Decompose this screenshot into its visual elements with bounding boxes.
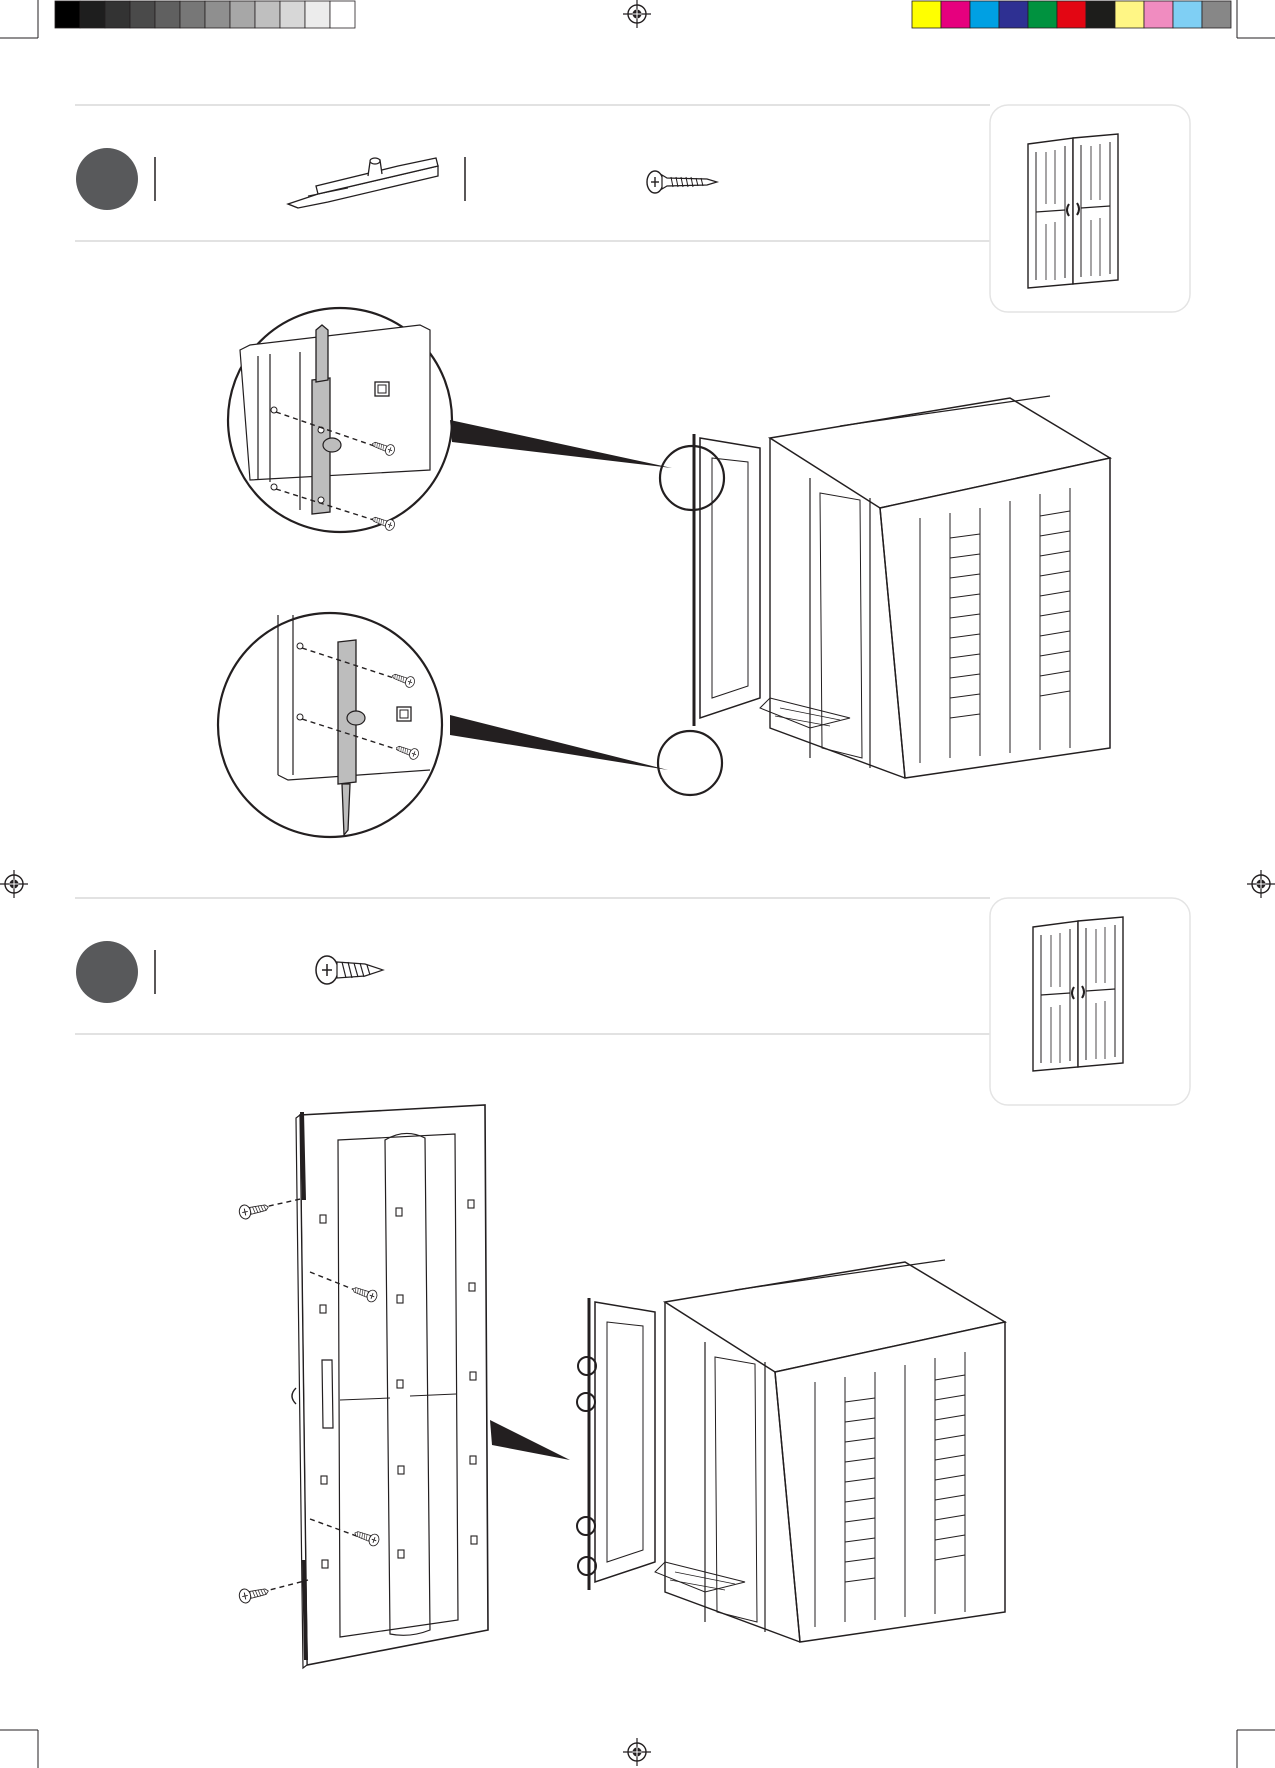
graybar-swatch <box>305 1 330 28</box>
colorbar-swatch <box>941 1 970 28</box>
graybar-swatch <box>155 1 180 28</box>
door-hinge-screws-detail <box>238 1105 488 1668</box>
colorbar-swatch <box>1173 1 1202 28</box>
step-2-badge <box>76 941 138 1003</box>
graybar-swatch <box>55 1 80 28</box>
graybar-swatch <box>280 1 305 28</box>
registration-mark-right <box>1247 870 1275 898</box>
top-detail-pointer <box>450 420 672 468</box>
grayscale-calibration-bar <box>55 1 355 28</box>
countersunk-screw-icon <box>647 171 717 193</box>
graybar-swatch <box>180 1 205 28</box>
step-1 <box>75 105 1190 837</box>
graybar-swatch <box>80 1 105 28</box>
registration-mark-bottom <box>623 1738 651 1766</box>
colorbar-swatch <box>1028 1 1057 28</box>
step-2-thumbnail-panel <box>990 898 1190 1105</box>
bottom-bolt-highlight <box>658 731 722 795</box>
graybar-swatch <box>230 1 255 28</box>
hinge-screw-highlights <box>577 1357 596 1575</box>
barrel-bolt-bottom-detail <box>218 613 442 837</box>
double-door-icon <box>1033 917 1123 1071</box>
pan-head-screw-icon <box>316 956 383 984</box>
colorbar-swatch <box>970 1 999 28</box>
barrel-bolt-top-detail <box>228 308 452 532</box>
graybar-swatch <box>105 1 130 28</box>
colorbar-swatch <box>1202 1 1231 28</box>
step-1-badge <box>76 148 138 210</box>
bottom-detail-pointer <box>450 715 668 770</box>
colorbar-swatch <box>912 1 941 28</box>
graybar-swatch <box>330 1 355 28</box>
shed-left-door-open <box>694 396 1110 778</box>
step-1-thumbnail-panel <box>990 105 1190 312</box>
colorbar-swatch <box>1144 1 1173 28</box>
colorbar-swatch <box>1057 1 1086 28</box>
shed-left-door-open-hinge-marks <box>589 1260 1005 1642</box>
graybar-swatch <box>205 1 230 28</box>
registration-mark-left <box>0 870 28 898</box>
colorbar-swatch <box>1086 1 1115 28</box>
hinge-detail-pointer <box>490 1420 570 1460</box>
registration-mark-top <box>623 0 651 28</box>
graybar-swatch <box>255 1 280 28</box>
step-2 <box>75 898 1190 1668</box>
barrel-bolt-icon <box>288 158 438 208</box>
colorbar-swatch <box>1115 1 1144 28</box>
colorbar-swatch <box>999 1 1028 28</box>
color-calibration-bar <box>912 1 1231 28</box>
double-door-icon <box>1028 134 1118 288</box>
graybar-swatch <box>130 1 155 28</box>
